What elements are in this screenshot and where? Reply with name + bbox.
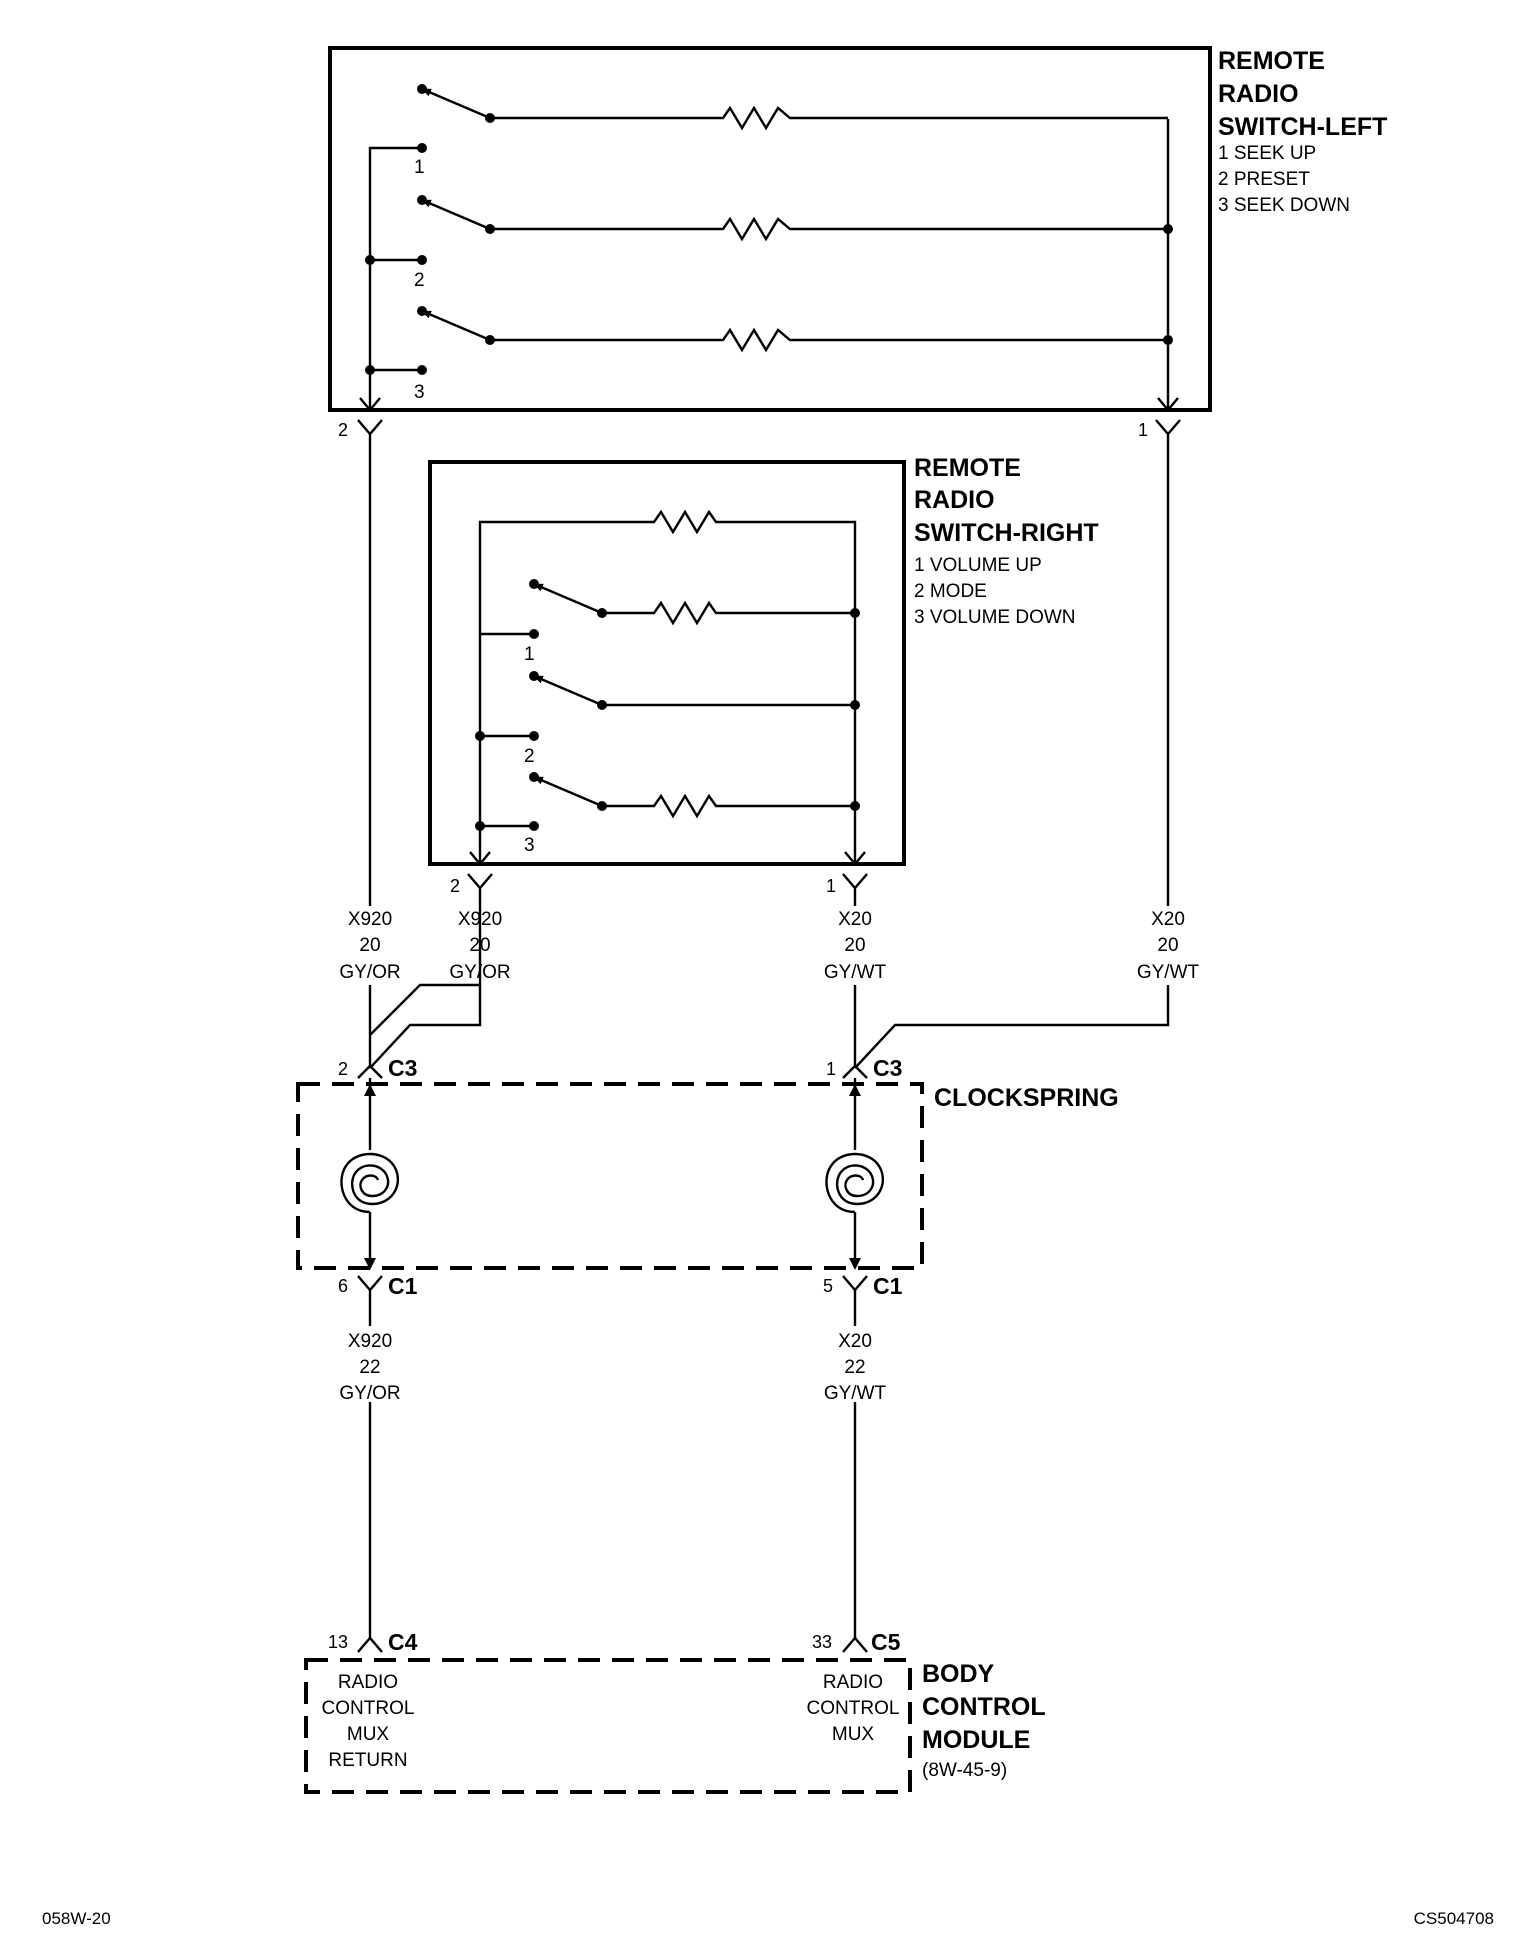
wire-2-circuit: X920	[458, 909, 502, 930]
switch-right-title-3: SWITCH-RIGHT	[914, 519, 1099, 547]
wire-4-circuit: X20	[1151, 909, 1185, 930]
wire-4-gauge: 20	[1157, 935, 1178, 956]
connector-right-switch-pin2	[467, 873, 493, 905]
switch-right-pos-2: 2	[524, 746, 535, 767]
wire-6-gauge: 22	[844, 1357, 865, 1378]
bcm-left-label-1: RADIO	[338, 1672, 398, 1693]
wire-3-circuit: X20	[838, 909, 872, 930]
bcm-right-connector: C5	[871, 1629, 901, 1655]
bcm-box	[304, 1658, 912, 1794]
clockspring-title: CLOCKSPRING	[934, 1084, 1119, 1112]
remote-radio-switch-left: 1 2 3 REMOTE RADIO SWITCH-LEFT 1 SEEK UP…	[328, 46, 1387, 412]
wire-2-color: GY/OR	[449, 962, 510, 983]
clockspring-left-coil-icon	[340, 1152, 399, 1214]
switch-right-function-2: 2 MODE	[914, 581, 987, 602]
switch-right-title-2: RADIO	[914, 486, 995, 514]
bcm-right-pin: 33	[812, 1632, 832, 1652]
clockspring-c3-right-connector: C3	[873, 1055, 902, 1081]
clockspring-right-coil-icon	[825, 1152, 884, 1214]
switch-right-box	[428, 460, 906, 866]
clockspring-box	[296, 1082, 924, 1270]
wire-1-gauge: 20	[359, 935, 380, 956]
bcm-left-connector: C4	[388, 1629, 418, 1655]
bcm-reference: (8W-45-9)	[922, 1760, 1007, 1781]
wire-5-color: GY/OR	[339, 1383, 400, 1404]
wire-1-circuit: X920	[348, 909, 392, 930]
bcm-left-label-3: MUX	[347, 1724, 390, 1745]
switch-left-function-3: 3 SEEK DOWN	[1218, 195, 1350, 216]
switch-left-pin-2: 2	[338, 420, 348, 440]
switch-left-pos-1: 1	[414, 157, 425, 178]
bcm-title-2: CONTROL	[922, 1693, 1046, 1721]
switch-left-title-2: RADIO	[1218, 80, 1299, 108]
clockspring-c1-right-pin: 5	[823, 1276, 833, 1296]
switch-right-function-1: 1 VOLUME UP	[914, 555, 1042, 576]
switch-left-title-3: SWITCH-LEFT	[1218, 113, 1387, 141]
clockspring-c3-left-connector: C3	[388, 1055, 417, 1081]
switch-left-box	[328, 46, 1212, 412]
switch-right-pos-3: 3	[524, 835, 535, 856]
switch-right-function-3: 3 VOLUME DOWN	[914, 607, 1076, 628]
clockspring-c1-right-connector: C1	[873, 1273, 903, 1299]
connector-left-switch-pin2	[357, 419, 383, 455]
bcm-title-3: MODULE	[922, 1726, 1030, 1754]
switch-right-pin-1: 1	[826, 876, 836, 896]
clockspring-c1-left-pin: 6	[338, 1276, 348, 1296]
wire-5-gauge: 22	[359, 1357, 380, 1378]
bcm-left-label-2: CONTROL	[322, 1698, 415, 1719]
bcm-right-label-2: CONTROL	[807, 1698, 900, 1719]
switch-left-function-1: 1 SEEK UP	[1218, 143, 1316, 164]
connector-right-switch-pin1	[842, 873, 868, 905]
bcm-left-label-4: RETURN	[328, 1750, 407, 1771]
clockspring-c3-right-pin: 1	[826, 1059, 836, 1079]
wire-2-gauge: 20	[469, 935, 490, 956]
switch-left-function-2: 2 PRESET	[1218, 169, 1310, 190]
switch-right-title-1: REMOTE	[914, 454, 1021, 482]
wire-x920-upper-b	[369, 983, 480, 1036]
bcm-right-label-1: RADIO	[823, 1672, 883, 1693]
bcm-left-pin: 13	[328, 1632, 348, 1652]
wire-5-circuit: X920	[348, 1331, 392, 1352]
wire-1-color: GY/OR	[339, 962, 400, 983]
clockspring-c1-left-connector: C1	[388, 1273, 418, 1299]
remote-radio-switch-right: 1 2 3 REMOTE RADIO SWITCH-RIGHT 1 VOLUME…	[428, 454, 1099, 866]
switch-right-pin-2: 2	[450, 876, 460, 896]
wire-6-color: GY/WT	[824, 1383, 887, 1404]
switch-right-pos-1: 1	[524, 644, 535, 665]
connector-left-switch-pin1	[1155, 419, 1181, 455]
footer-right-code: CS504708	[1414, 1909, 1494, 1928]
body-control-module: 13 C4 33 C5 RADIO CONTROL MUX RETURN RAD…	[304, 1629, 1046, 1794]
wire-3-color: GY/WT	[824, 962, 887, 983]
clockspring-c3-left-pin: 2	[338, 1059, 348, 1079]
switch-left-pos-2: 2	[414, 270, 425, 291]
bcm-right-label-3: MUX	[832, 1724, 875, 1745]
switch-left-title-1: REMOTE	[1218, 47, 1325, 75]
switch-left-pin-1: 1	[1138, 420, 1148, 440]
clockspring: CLOCKSPRING 2 C3 1 C3 6 C1 5 C1	[296, 1055, 1119, 1299]
wire-3-gauge: 20	[844, 935, 865, 956]
footer-left-code: 058W-20	[42, 1909, 111, 1928]
switch-left-pos-3: 3	[414, 382, 425, 403]
wire-6-circuit: X20	[838, 1331, 872, 1352]
wire-4-color: GY/WT	[1137, 962, 1200, 983]
bcm-title-1: BODY	[922, 1660, 995, 1688]
